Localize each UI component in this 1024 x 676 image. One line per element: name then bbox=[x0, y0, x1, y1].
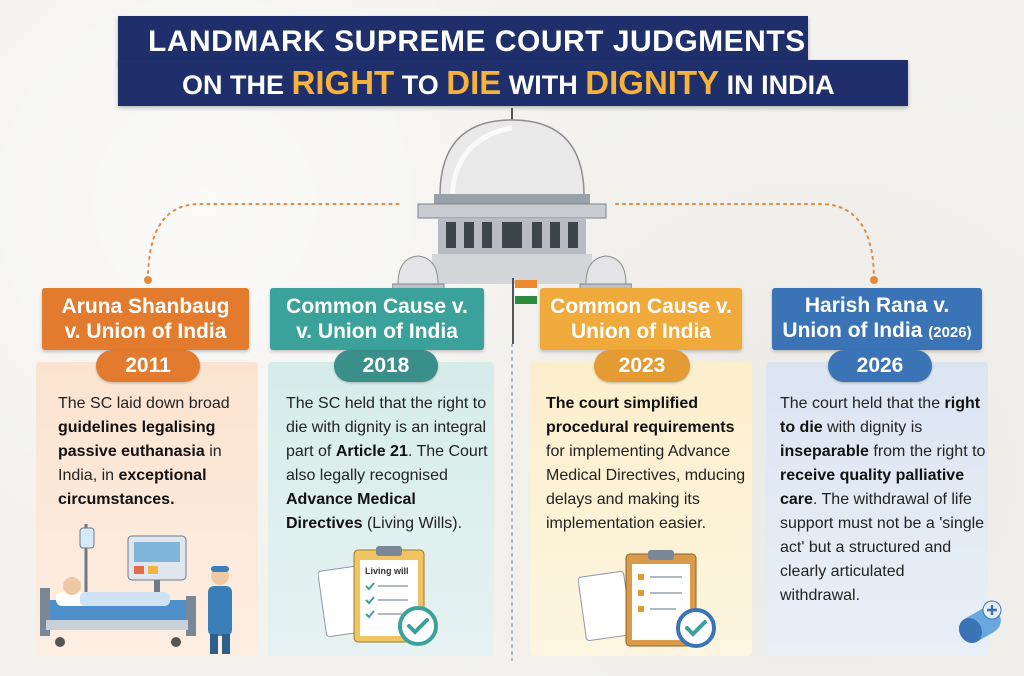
title-line-2: ON THE RIGHT TO DIE WITH DIGNITY IN INDI… bbox=[182, 62, 902, 106]
title-dignity: DIGNITY bbox=[585, 64, 720, 101]
case-description-2023: The court simplified procedural requirem… bbox=[546, 392, 752, 536]
text-segment: Advance Medical Directives bbox=[286, 491, 416, 532]
case-name-line2: v. Union of India bbox=[296, 320, 458, 343]
text-segment: with dignity is bbox=[822, 419, 923, 436]
text-segment: in India, in bbox=[58, 443, 222, 484]
text-segment: The court held that the bbox=[780, 395, 945, 412]
text-segment: right to die bbox=[780, 395, 981, 436]
year-badge-2026: 2026 bbox=[828, 350, 932, 382]
case-name-line1: Aruna Shanbaug bbox=[61, 295, 230, 318]
checklist-clipboard-icon bbox=[578, 550, 716, 648]
year-badge-2011: 2011 bbox=[96, 350, 200, 382]
case-name-suffix: (2026) bbox=[928, 324, 972, 341]
text-segment: . The withdrawal of life support must no… bbox=[780, 491, 985, 604]
case-name-line2: Union of India (2026) bbox=[772, 318, 982, 345]
connector-left bbox=[144, 203, 403, 284]
title-die: DIE bbox=[446, 64, 502, 101]
text-segment: The SC held that the right to die with d… bbox=[286, 395, 487, 460]
case-description-2011: The SC laid down broad guidelines legali… bbox=[58, 392, 250, 512]
title-on-the: ON THE bbox=[182, 70, 285, 100]
text-segment: from the right to bbox=[868, 443, 986, 460]
title-to: TO bbox=[401, 70, 439, 100]
case-description-2026: The court held that the right to die wit… bbox=[780, 392, 988, 608]
text-segment: for implementing Advance Medical Directi… bbox=[546, 443, 746, 532]
title-in-india: IN INDIA bbox=[726, 70, 835, 100]
text-segment: . The Court also legally recognised bbox=[286, 443, 488, 484]
hospital-bed-doctor-icon bbox=[40, 524, 232, 654]
connector-center bbox=[511, 344, 513, 661]
case-card-2026 bbox=[766, 362, 988, 656]
text-segment: The court simplified procedural requirem… bbox=[546, 395, 735, 436]
living-will-label: Living will bbox=[365, 566, 409, 576]
case-name-line2: v. Union of India bbox=[64, 320, 227, 343]
title-banner-top bbox=[118, 16, 808, 64]
text-segment: Article 21 bbox=[335, 443, 408, 460]
text-segment: The SC laid down broad bbox=[58, 395, 230, 412]
year-badge-2018: 2018 bbox=[334, 350, 438, 382]
case-name-line2-text: Union of India bbox=[782, 319, 923, 342]
case-name-line1: Harish Rana v. bbox=[804, 294, 950, 317]
text-segment: guidelines legalising passive euthanasia bbox=[58, 419, 216, 460]
case-header-common-cause-2018: Common Cause v. v. Union of India bbox=[270, 288, 484, 350]
title-line-1: LANDMARK SUPREME COURT JUDGMENTS bbox=[148, 25, 806, 58]
title-with: WITH bbox=[508, 70, 578, 100]
case-header-harish-rana: Harish Rana v. Union of India (2026) bbox=[772, 288, 982, 350]
text-segment: exceptional circumstances. bbox=[58, 467, 207, 508]
case-header-aruna-shanbaug: Aruna Shanbaug v. Union of India bbox=[42, 288, 249, 350]
case-description-2018: The SC held that the right to die with d… bbox=[286, 392, 492, 536]
text-segment: inseparable bbox=[780, 443, 869, 460]
connector-right bbox=[615, 203, 878, 284]
text-segment: (Living Wills). bbox=[362, 515, 463, 532]
living-will-clipboard-icon: Living will bbox=[318, 546, 438, 646]
year-badge-2023: 2023 bbox=[594, 350, 690, 382]
case-name-line2: Union of India bbox=[571, 320, 711, 343]
medical-pill-icon bbox=[958, 600, 1002, 644]
case-name-line1: Common Cause v. bbox=[550, 295, 732, 318]
title-banner-bottom bbox=[118, 60, 908, 106]
supreme-court-building-icon bbox=[392, 108, 632, 344]
case-name-line1: Common Cause v. bbox=[286, 295, 468, 318]
title-right: RIGHT bbox=[291, 64, 395, 101]
text-segment: receive quality palliative care bbox=[780, 467, 965, 508]
case-header-common-cause-2023: Common Cause v. Union of India bbox=[540, 288, 742, 350]
